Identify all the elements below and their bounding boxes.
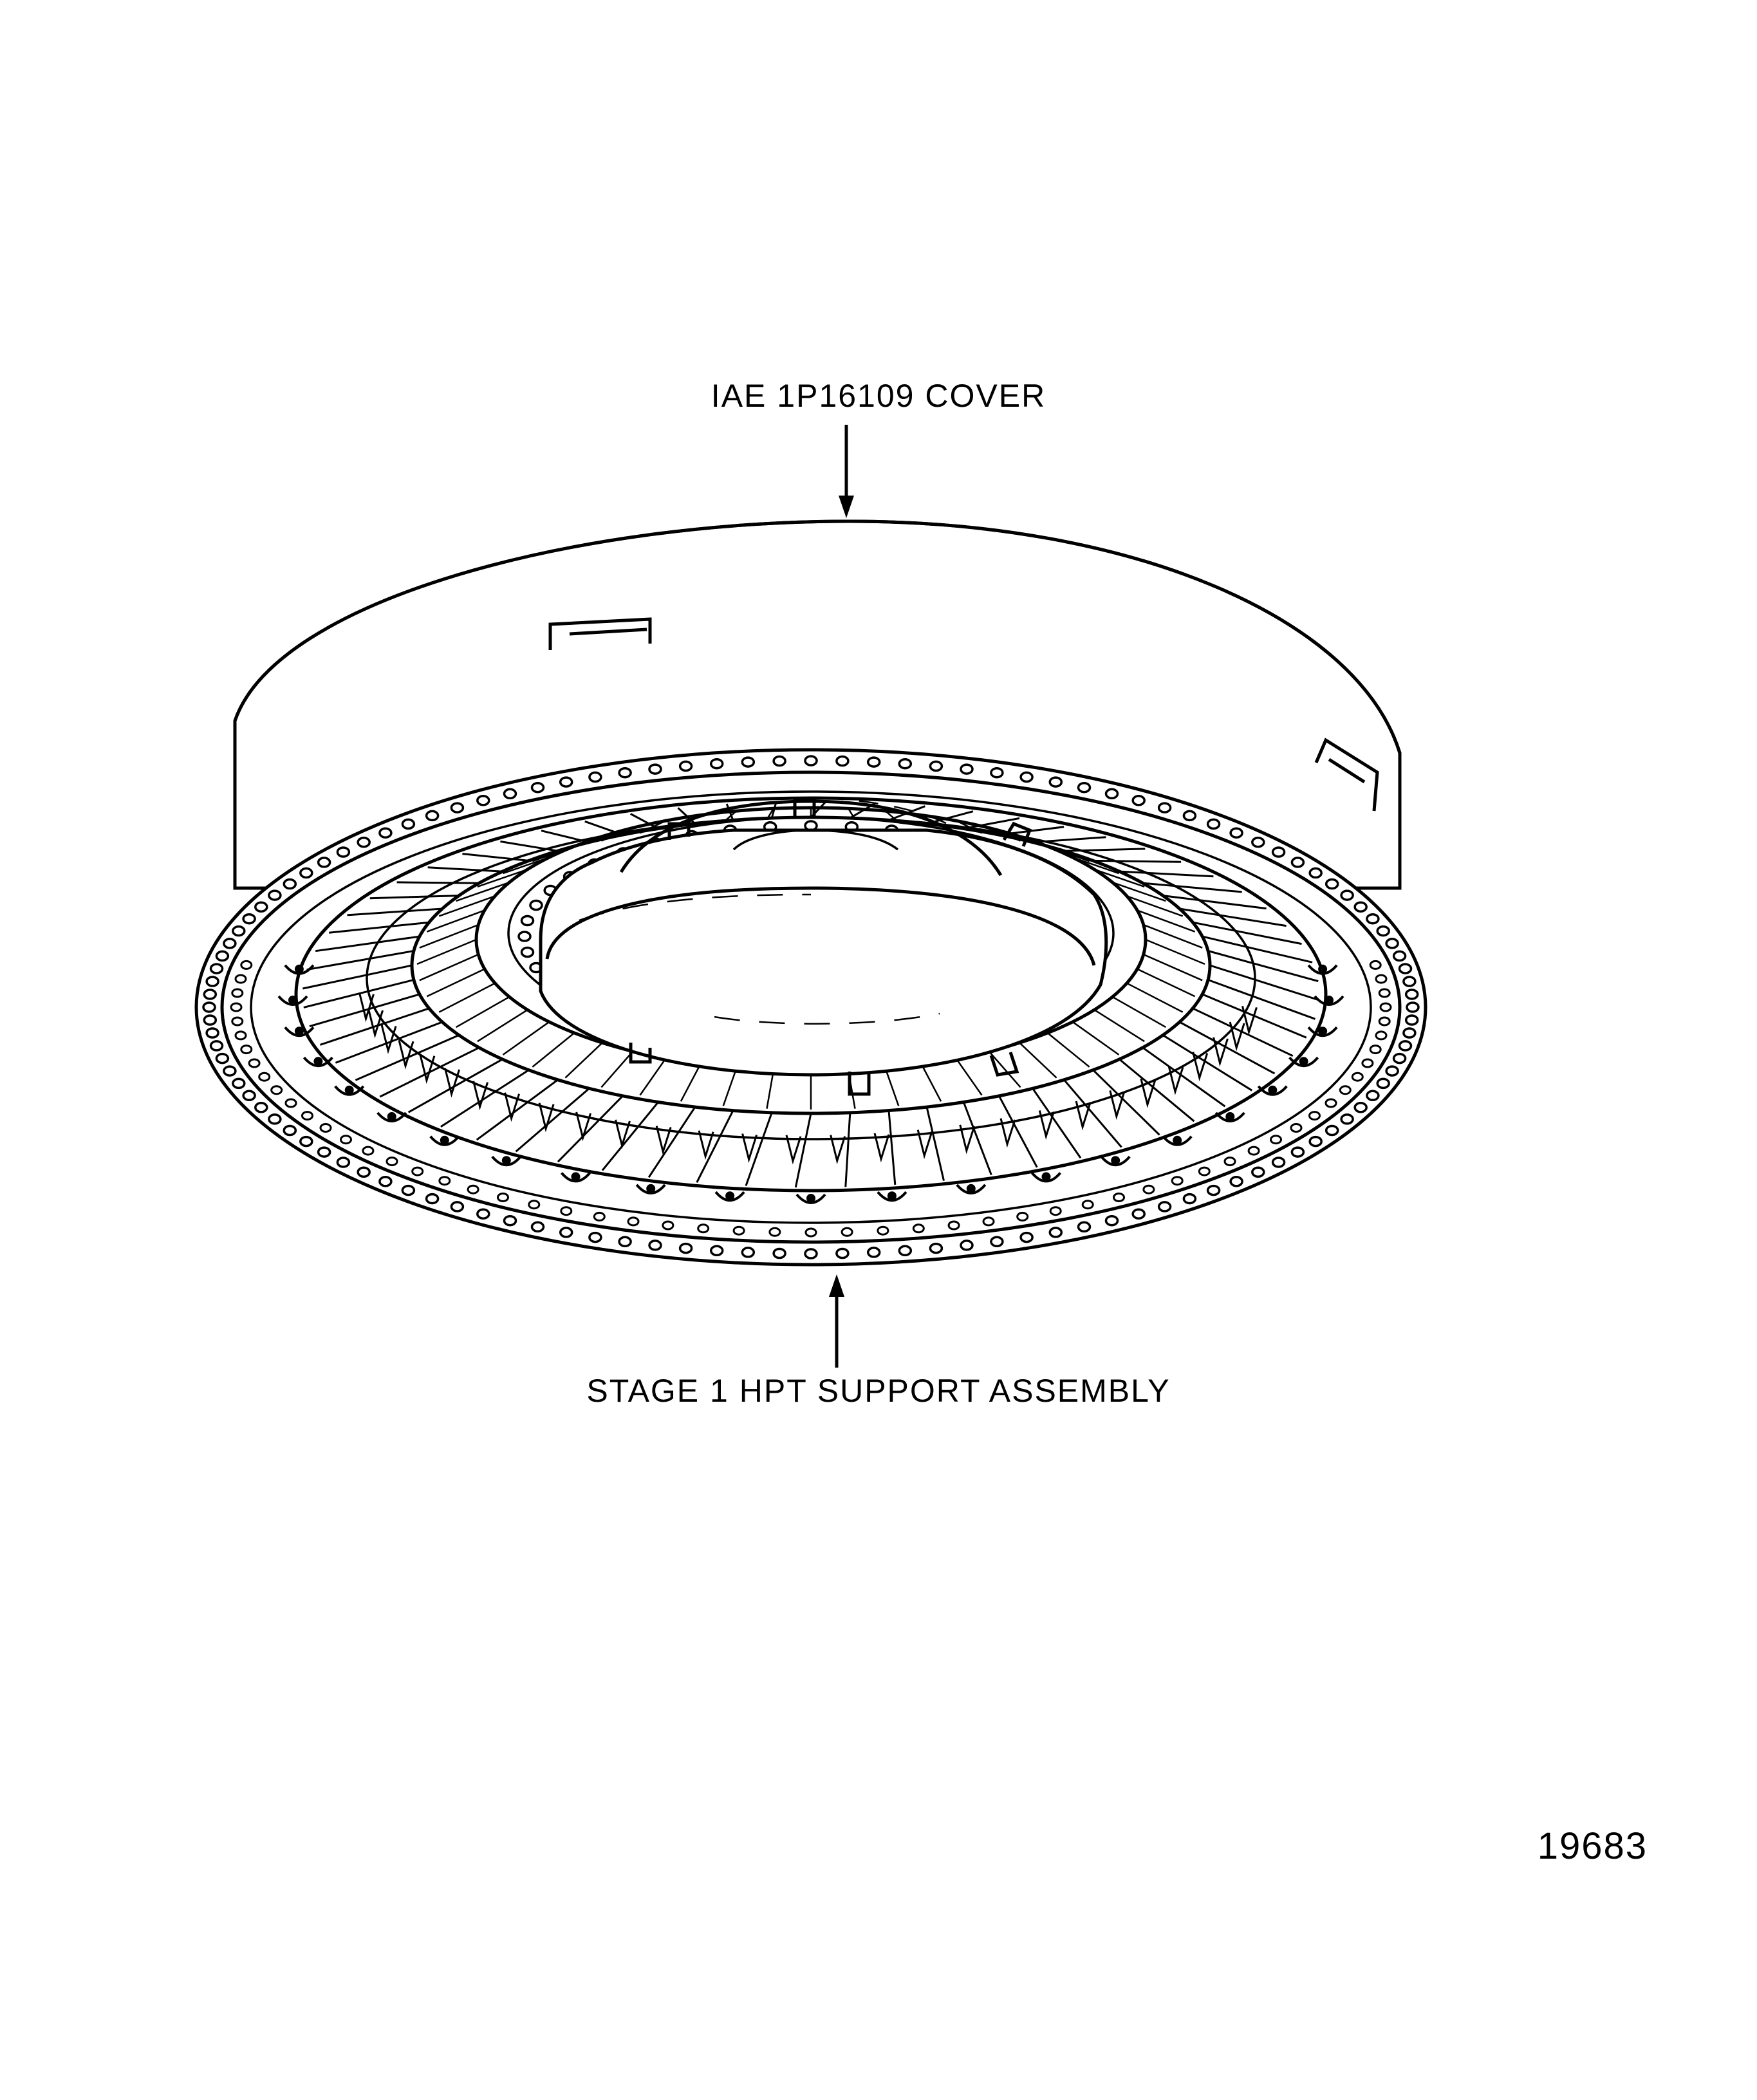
- support-leader-arrow: [829, 1274, 844, 1368]
- inner-ribs: [416, 808, 1205, 1110]
- cover-leader-arrow: [839, 425, 854, 518]
- cover-label: IAE 1P16109 COVER: [711, 378, 1046, 414]
- center-dome: [539, 797, 1108, 1096]
- outer-scallops: [277, 964, 1344, 1204]
- flange-bolt-holes: [202, 755, 1420, 1259]
- support-assembly-label: STAGE 1 HPT SUPPORT ASSEMBLY: [586, 1373, 1171, 1409]
- figure-number: 19683: [1537, 1825, 1648, 1867]
